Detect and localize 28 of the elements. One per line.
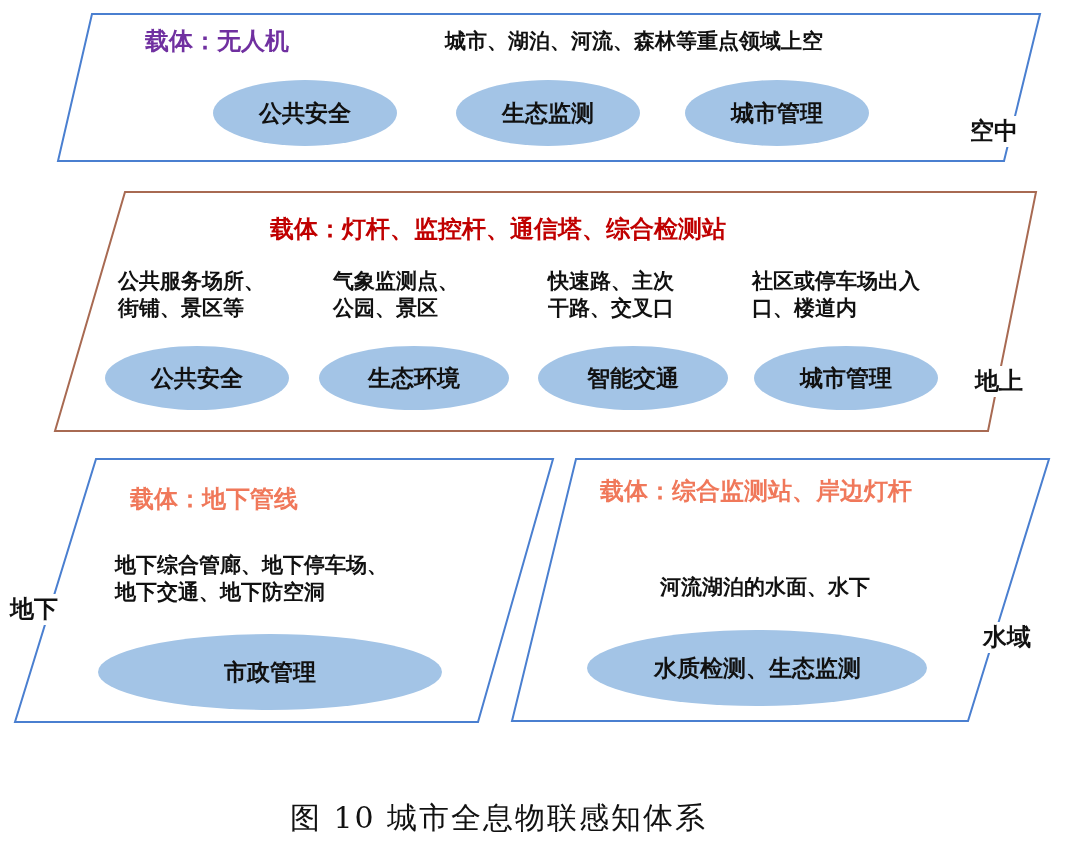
location-text: 公共服务场所、街铺、景区等 — [118, 268, 266, 323]
carrier-heading: 载体：综合监测站、岸边灯杆 — [600, 476, 912, 507]
ellipse-node: 市政管理 — [98, 634, 442, 710]
ellipse-node: 城市管理 — [754, 346, 938, 410]
carrier-heading: 载体：地下管线 — [130, 484, 298, 515]
carrier-heading: 载体：无人机 — [145, 26, 289, 57]
layer-panel — [55, 192, 1036, 431]
ellipse-node: 水质检测、生态监测 — [587, 630, 927, 706]
location-text: 气象监测点、公园、景区 — [333, 268, 460, 323]
layer-panel — [512, 459, 1049, 721]
ellipse-node: 公共安全 — [213, 80, 397, 146]
layer-label: 空中 — [970, 116, 1018, 148]
area-description: 城市、湖泊、河流、森林等重点领域上空 — [445, 28, 823, 55]
ellipse-node: 公共安全 — [105, 346, 289, 410]
location-text: 社区或停车场出入口、楼道内 — [752, 268, 921, 323]
location-text: 快速路、主次干路、交叉口 — [548, 268, 675, 323]
carrier-heading: 载体：灯杆、监控杆、通信塔、综合检测站 — [270, 214, 726, 245]
layer-label: 水域 — [983, 622, 1031, 654]
layer-label: 地上 — [975, 366, 1023, 398]
area-description: 地下综合管廊、地下停车场、地下交通、地下防空洞 — [115, 552, 389, 607]
figure-caption: 图 10 城市全息物联感知体系 — [290, 799, 708, 837]
area-description: 河流湖泊的水面、水下 — [660, 574, 870, 601]
layer-panel — [58, 14, 1040, 161]
ellipse-node: 生态环境 — [319, 346, 509, 410]
ellipse-node: 生态监测 — [456, 80, 640, 146]
layer-label: 地下 — [10, 594, 58, 626]
ellipse-node: 智能交通 — [538, 346, 728, 410]
ellipse-node: 城市管理 — [685, 80, 869, 146]
